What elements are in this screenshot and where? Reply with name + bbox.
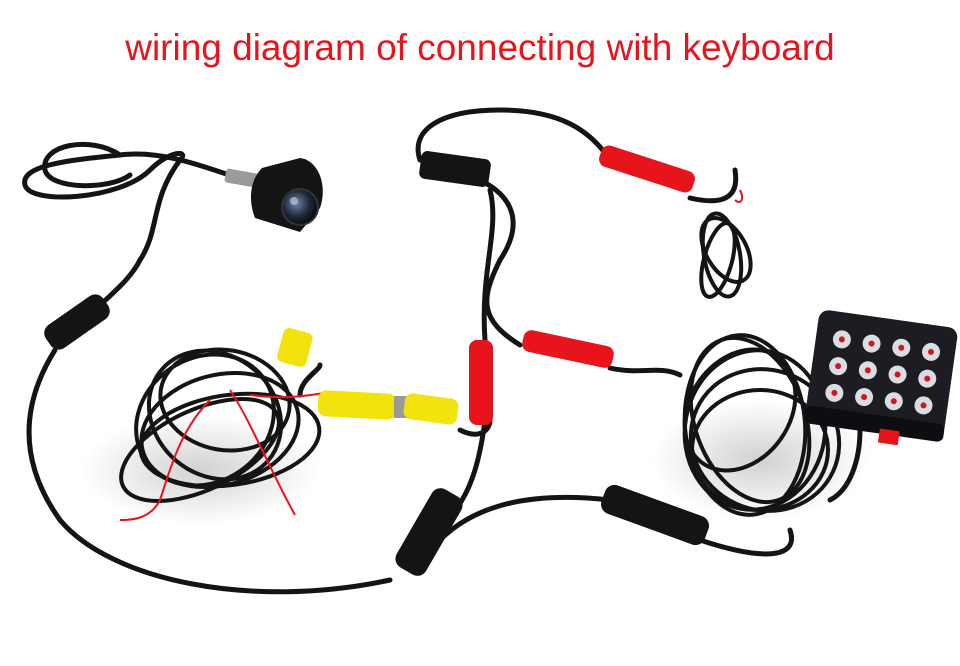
cable-group xyxy=(22,107,863,595)
connector-bottom-right xyxy=(601,484,709,546)
keypad xyxy=(804,310,958,446)
keypad-button-dot xyxy=(868,340,875,347)
red-connector-right xyxy=(522,330,614,368)
keypad-button-dot xyxy=(838,336,845,343)
keypad-button-dot xyxy=(831,389,838,396)
small-cable-coil xyxy=(699,211,753,299)
black-connectors xyxy=(44,151,709,576)
red-connectors xyxy=(469,145,695,425)
page-title: wiring diagram of connecting with keyboa… xyxy=(125,27,835,68)
keypad-button-dot xyxy=(835,363,842,370)
rca-plug-top xyxy=(277,328,313,367)
keypad-button-dot xyxy=(890,398,897,405)
keypad-button-dot xyxy=(894,371,901,378)
connector-top-splitter xyxy=(419,151,491,187)
left-main-cable xyxy=(26,347,393,595)
right-cable-coil xyxy=(682,333,842,517)
connector-bottom-center xyxy=(395,488,463,576)
keypad-button-dot xyxy=(898,344,905,351)
left-cable-coil xyxy=(119,347,322,504)
connector-left xyxy=(44,294,110,350)
keypad-button-dot xyxy=(864,367,871,374)
rear-camera xyxy=(224,158,323,232)
keypad-button-dot xyxy=(928,348,935,355)
camera-lens xyxy=(281,188,319,226)
keypad-button-dot xyxy=(861,394,868,401)
keypad-button-dot xyxy=(920,402,927,409)
red-connector-top xyxy=(599,145,695,193)
rca-plug-right xyxy=(403,393,459,425)
red-connector-center xyxy=(469,340,493,425)
keypad-button-dot xyxy=(924,375,931,382)
yellow-rca-connectors xyxy=(277,328,459,425)
